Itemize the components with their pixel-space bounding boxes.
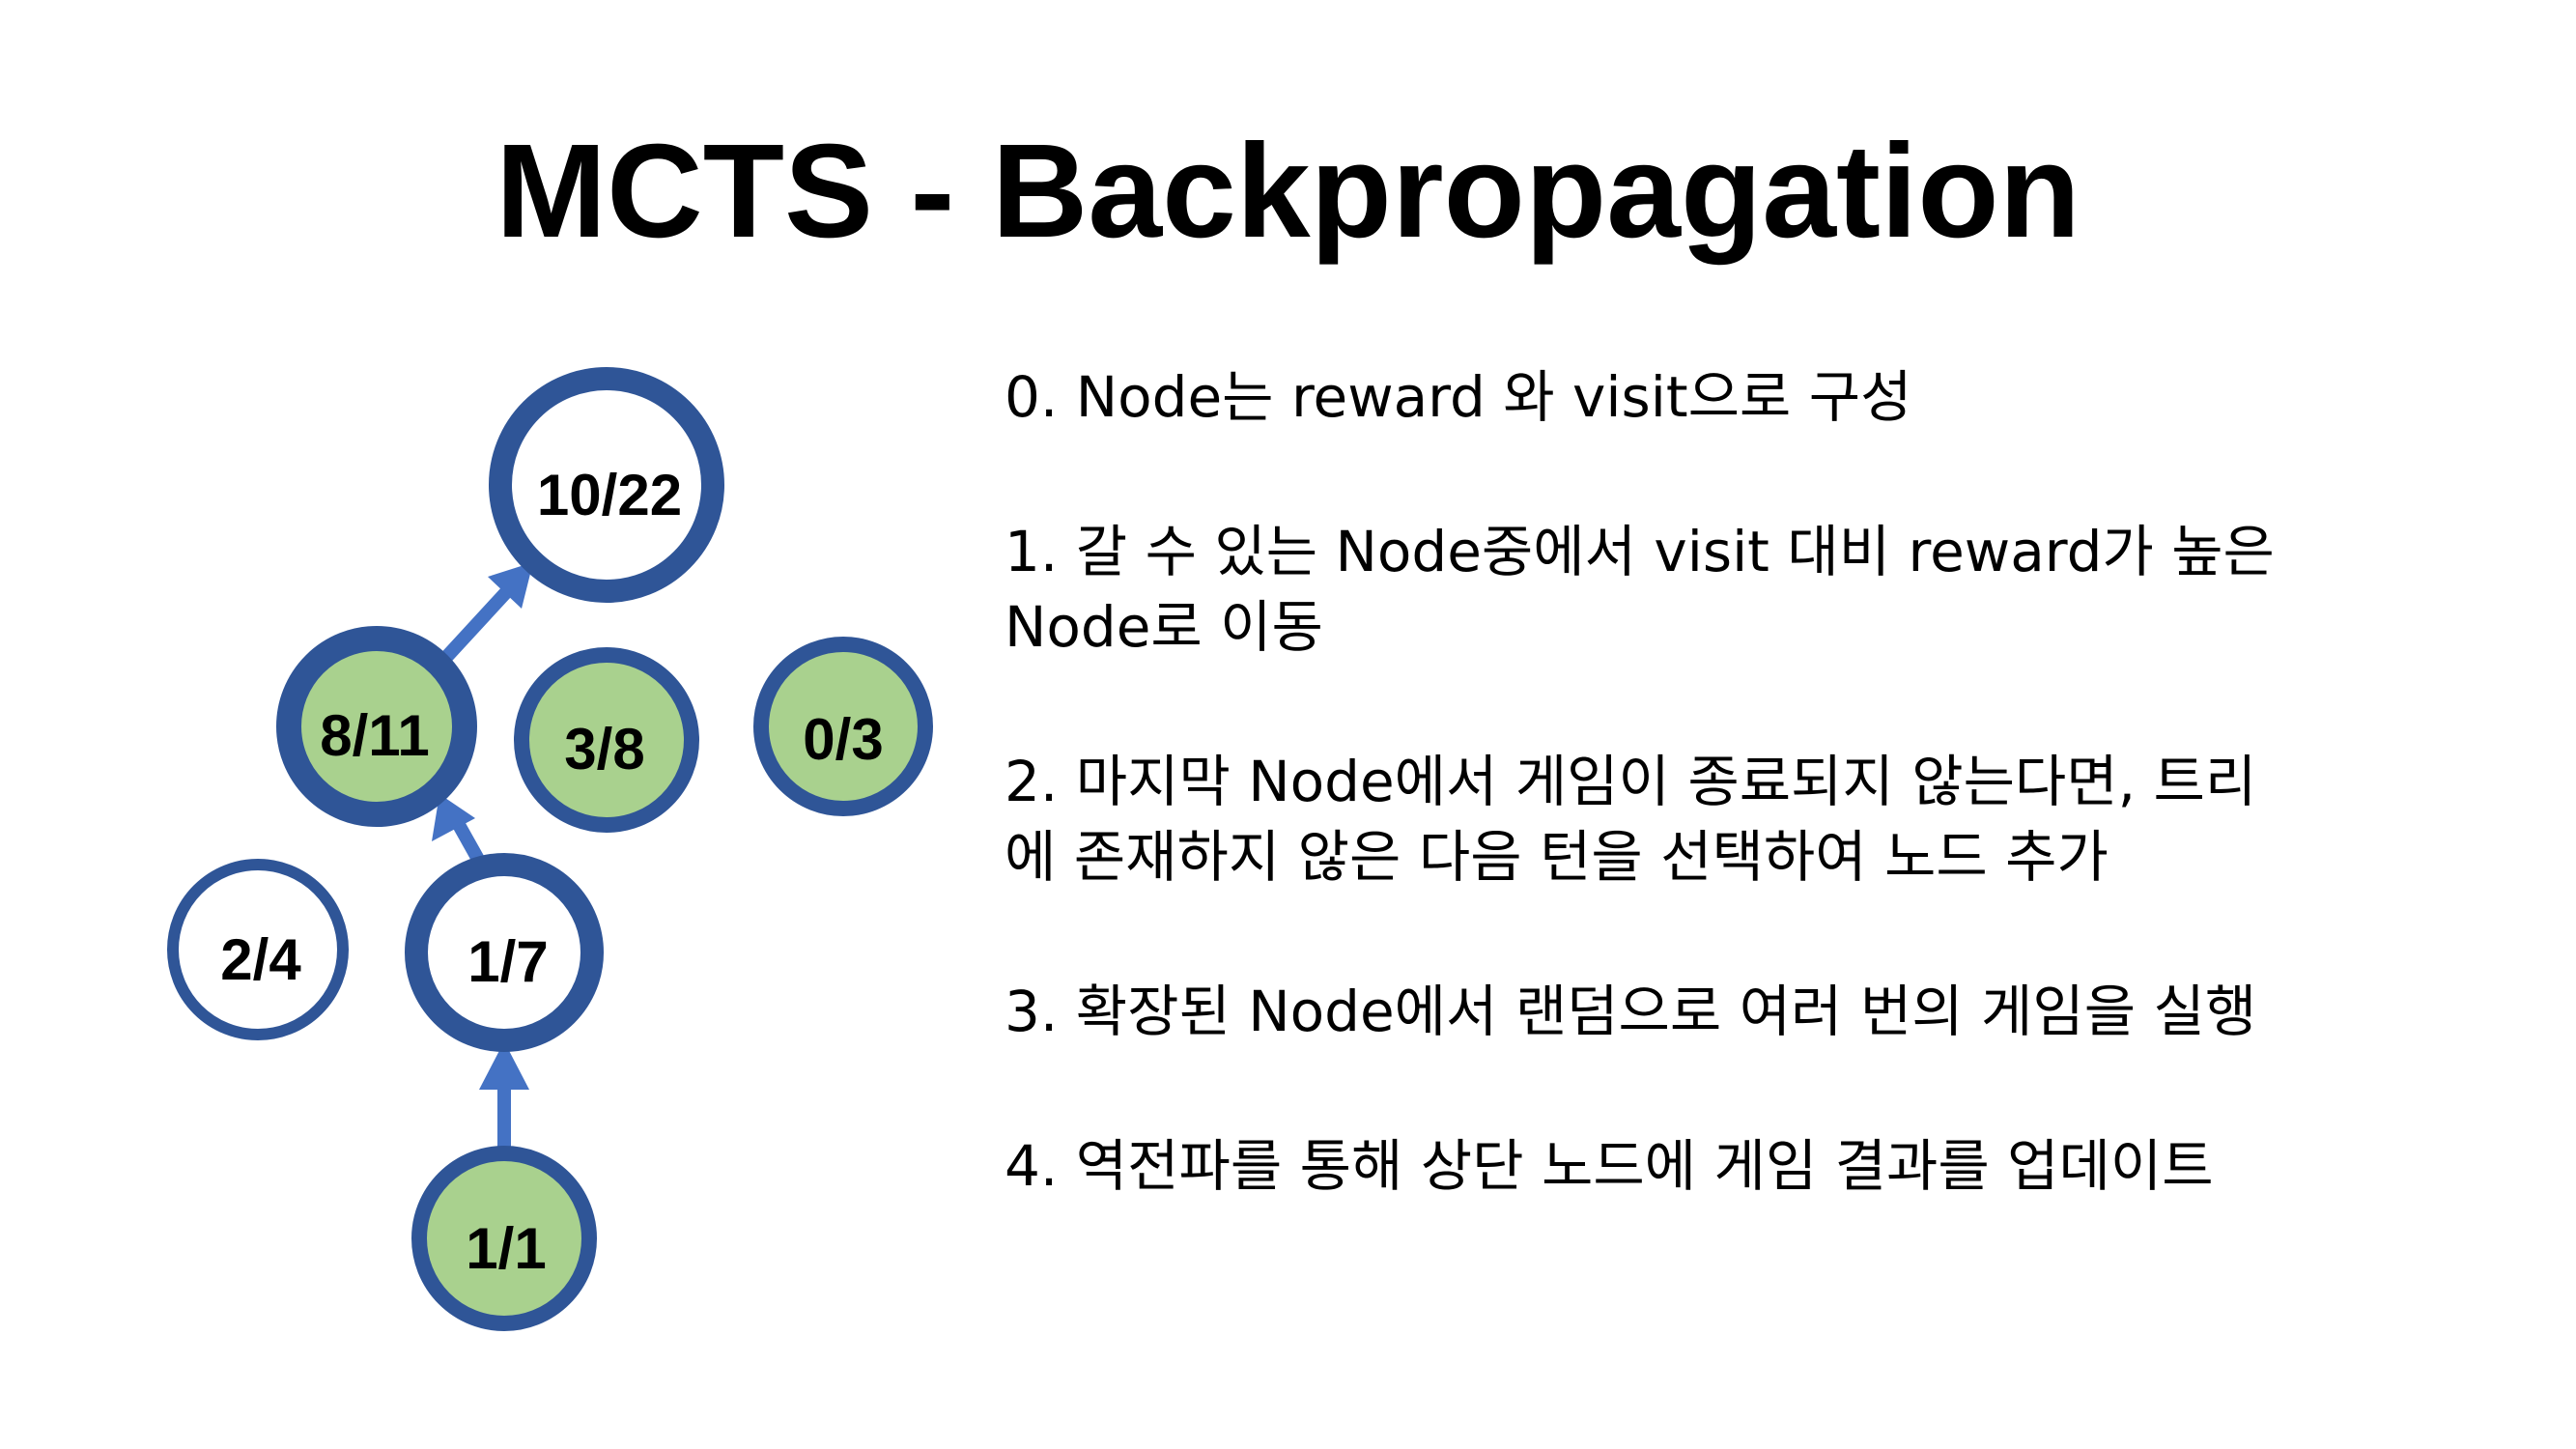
arrow-low-center-to-mid-left (451, 819, 487, 867)
step-text: Node로 이동 (1005, 594, 1323, 660)
node-label: 3/8 (564, 717, 644, 781)
arrow-head-mid-left-to-root (488, 562, 533, 609)
node-circle (489, 367, 724, 603)
tree-node-low-left: 2/4 (167, 859, 349, 1040)
mcts-tree-diagram: 10/22 8/11 3/8 0/3 2/4 1/7 1/1 (167, 367, 933, 1331)
node-label: 1/1 (466, 1216, 546, 1281)
node-circle (405, 853, 604, 1052)
node-label: 10/22 (537, 463, 682, 527)
tree-node-mid-center: 3/8 (514, 647, 699, 833)
step-3: 3. 확장된 Node에서 랜덤으로 여러 번의 게임을 실행 (1005, 974, 2550, 1049)
node-circle (514, 647, 699, 833)
step-0: 0. Node는 reward 와 visit으로 구성 (1005, 359, 2550, 435)
node-circle (276, 626, 477, 827)
tree-node-leaf: 1/1 (411, 1146, 597, 1331)
step-text: 1. 갈 수 있는 Node중에서 visit 대비 reward가 높은 (1005, 519, 2275, 584)
step-text: 에 존재하지 않은 다음 턴을 선택하여 노드 추가 (1005, 824, 2109, 890)
node-circle (753, 637, 933, 816)
step-text: 2. 마지막 Node에서 게임이 종료되지 않는다면, 트리 (1005, 749, 2257, 814)
node-label: 1/7 (467, 929, 548, 994)
node-label: 0/3 (803, 707, 883, 772)
step-text: 0. Node는 reward 와 visit으로 구성 (1005, 364, 1912, 430)
tree-node-mid-right: 0/3 (753, 637, 933, 816)
edge-arrows (432, 562, 533, 1150)
tree-node-low-center: 1/7 (405, 853, 604, 1052)
node-label: 8/11 (320, 703, 429, 768)
tree-node-mid-left: 8/11 (276, 626, 477, 827)
steps-list: 0. Node는 reward 와 visit으로 구성 1. 갈 수 있는 N… (1005, 359, 2550, 1283)
step-2: 2. 마지막 Node에서 게임이 종료되지 않는다면, 트리 에 존재하지 않… (1005, 744, 2550, 895)
step-4: 4. 역전파를 통해 상단 노드에 게임 결과를 업데이트 (1005, 1128, 2550, 1204)
arrow-mid-left-to-root (434, 586, 513, 669)
node-circle (167, 859, 349, 1040)
tree-node-root: 10/22 (489, 367, 724, 603)
step-text: 4. 역전파를 통해 상단 노드에 게임 결과를 업데이트 (1005, 1133, 2214, 1199)
node-circle (411, 1146, 597, 1331)
slide-title: MCTS - Backpropagation (495, 117, 2081, 266)
arrow-head-leaf-to-low-center (479, 1041, 529, 1090)
step-text: 3. 확장된 Node에서 랜덤으로 여러 번의 게임을 실행 (1005, 979, 2257, 1044)
arrow-head-low-center-to-mid-left (432, 794, 475, 841)
step-1: 1. 갈 수 있는 Node중에서 visit 대비 reward가 높은 No… (1005, 514, 2550, 665)
node-label: 2/4 (220, 927, 301, 992)
